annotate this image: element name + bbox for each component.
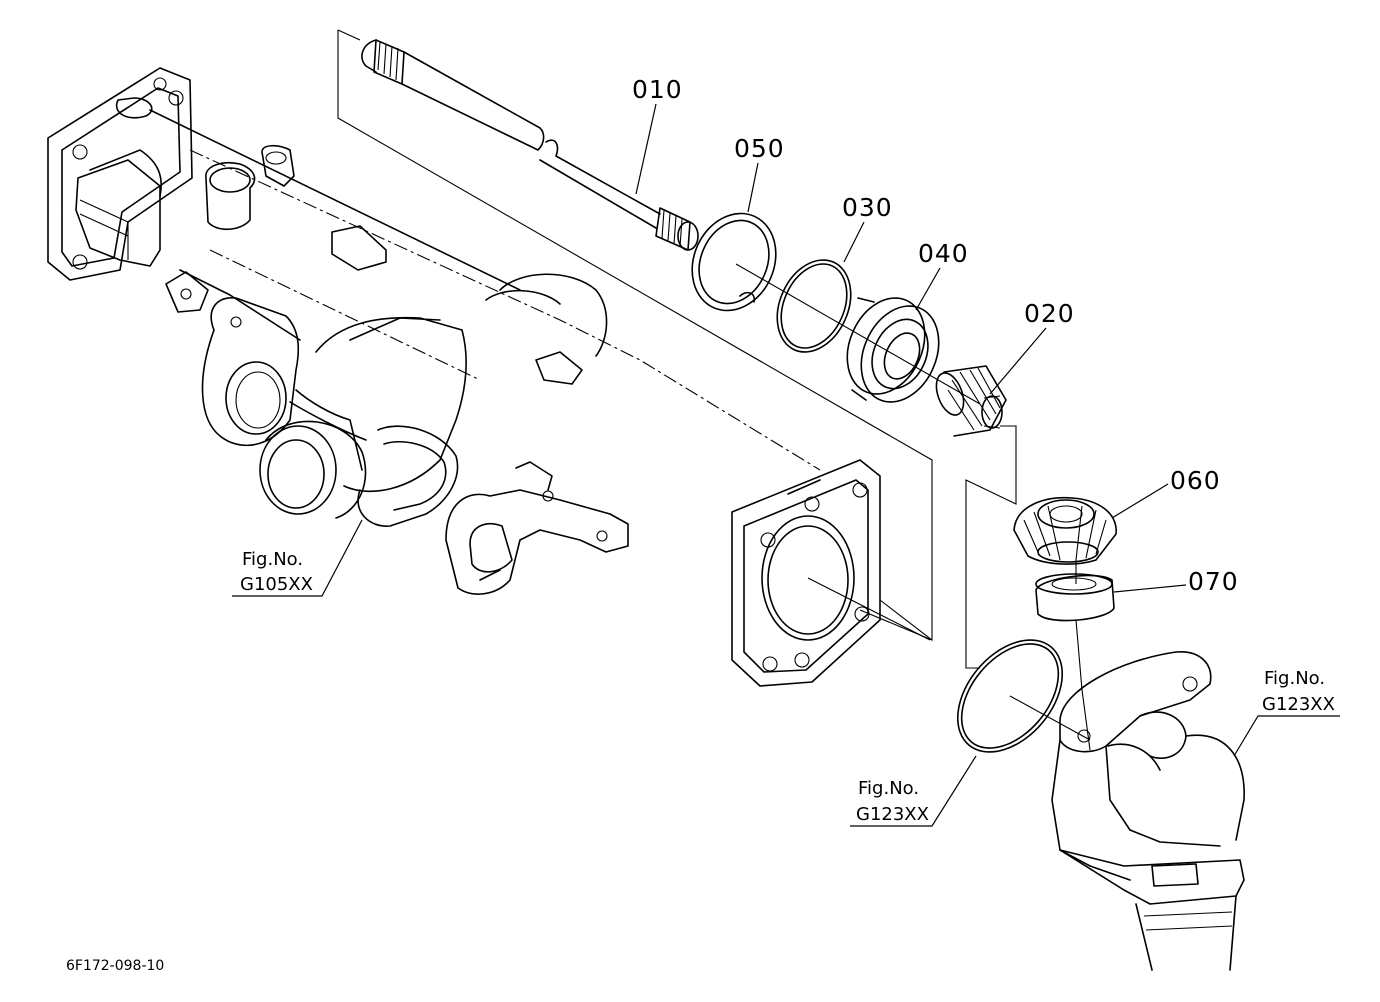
part-labels: 010 050 030 040 020 060 070 bbox=[632, 75, 1239, 596]
snap-ring bbox=[691, 212, 777, 312]
gear-case bbox=[1051, 651, 1245, 971]
ball-bearing-lower bbox=[1035, 573, 1115, 622]
part-label-010: 010 bbox=[632, 75, 683, 104]
figure-ref-number: G123XX bbox=[1262, 694, 1335, 715]
part-label-030: 030 bbox=[842, 193, 893, 222]
o-ring bbox=[776, 259, 852, 353]
figure-ref-axle-case: Fig.No. G105XX bbox=[232, 519, 363, 597]
part-label-050: 050 bbox=[734, 134, 785, 163]
figure-ref-label: Fig.No. bbox=[242, 549, 303, 570]
bevel-gear bbox=[1013, 496, 1117, 565]
figure-ref-number: G123XX bbox=[856, 804, 929, 825]
shaft bbox=[361, 39, 699, 251]
assembly-outline bbox=[337, 29, 933, 641]
figure-ref-gear-case: Fig.No. G123XX bbox=[1233, 668, 1340, 757]
bevel-pinion bbox=[935, 365, 1007, 437]
front-axle-case bbox=[47, 67, 881, 687]
part-label-040: 040 bbox=[918, 239, 969, 268]
gasket bbox=[956, 639, 1064, 753]
assembly-axis-lines bbox=[735, 263, 1091, 751]
figure-ref-label: Fig.No. bbox=[1264, 668, 1325, 689]
part-label-070: 070 bbox=[1188, 567, 1239, 596]
drawing-code: 6F172-098-10 bbox=[66, 958, 164, 974]
part-label-060: 060 bbox=[1170, 466, 1221, 495]
figure-ref-number: G105XX bbox=[240, 574, 313, 595]
ball-bearing-upper bbox=[846, 297, 940, 403]
figure-ref-label: Fig.No. bbox=[858, 778, 919, 799]
part-label-020: 020 bbox=[1024, 299, 1075, 328]
figure-ref-gasket: Fig.No. G123XX bbox=[850, 755, 977, 827]
